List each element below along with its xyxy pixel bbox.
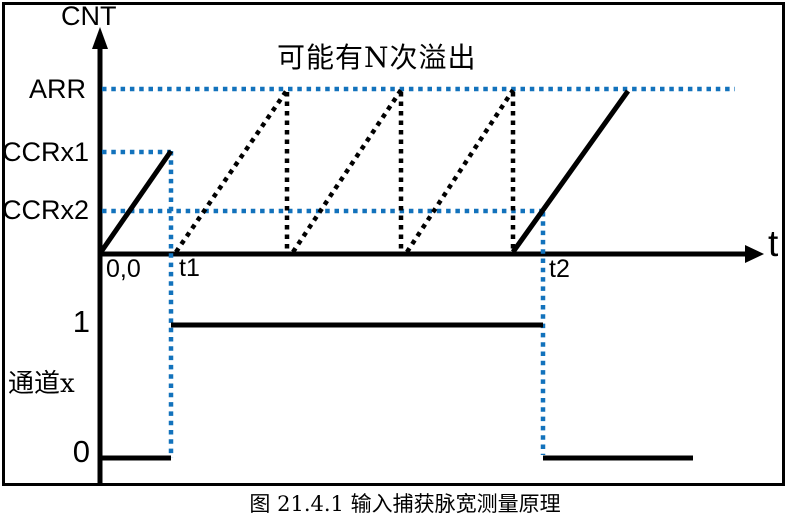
figure-border	[2, 2, 785, 486]
channel-high-level-label: 1	[72, 304, 90, 339]
t2-tick-label: t2	[549, 255, 570, 283]
counter-ramp-overflow-1	[174, 88, 289, 254]
counter-ramp-overflow-3	[405, 88, 515, 254]
t1-tick-label: t1	[179, 254, 200, 282]
ccrx2-level-label: CCRx2	[2, 195, 90, 225]
y-axis-label: CNT	[61, 1, 117, 31]
counter-ramp-first-solid	[98, 149, 174, 254]
origin-label: 0,0	[106, 255, 141, 283]
figure-caption: 图 21.4.1 输入捕获脉宽测量原理	[249, 492, 561, 516]
t-axis-arrow-icon	[745, 245, 764, 263]
channel-name-label: 通道x	[8, 369, 75, 399]
overflow-annotation: 可能有N次溢出	[277, 41, 477, 74]
cnt-axis-arrow-icon	[92, 27, 108, 49]
arr-level-label: ARR	[28, 74, 86, 104]
x-axis-label: t	[768, 223, 779, 264]
counter-ramp-overflow-2	[291, 88, 403, 254]
counter-ramp-last-solid	[510, 89, 631, 254]
channel-low-level-label: 0	[72, 434, 90, 469]
ccrx1-level-label: CCRx1	[2, 137, 90, 167]
